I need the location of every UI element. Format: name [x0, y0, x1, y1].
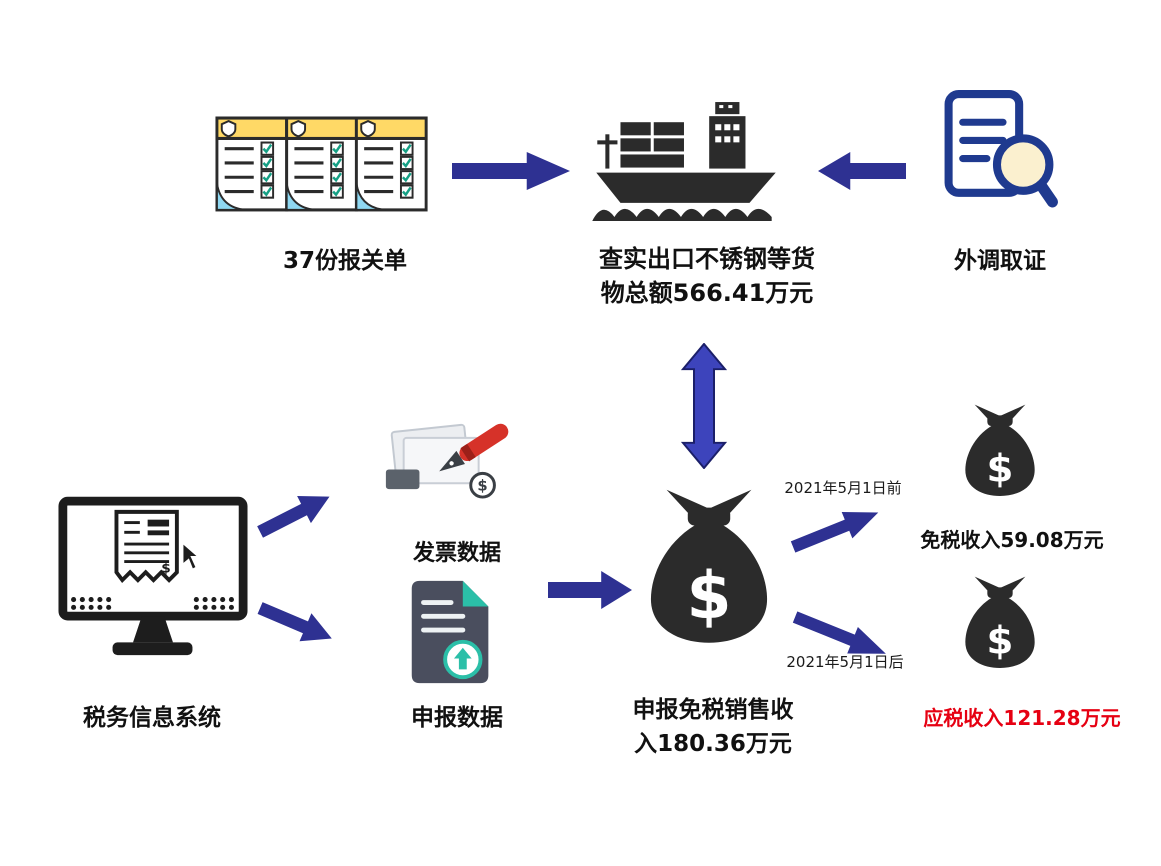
arrow-moneybag-to-taxfree	[787, 499, 884, 561]
arrow-declaration-to-moneybag	[548, 570, 632, 610]
taxfree-income-label: 免税收入59.08万元	[920, 528, 1104, 552]
cursor-arrow-icon	[181, 541, 201, 571]
declared-income-label-line2: 入180.36万元	[634, 731, 792, 757]
customs-docs-label: 37份报关单	[282, 248, 407, 274]
evidence-label: 外调取证	[954, 248, 1046, 274]
arrow-system-to-declaration	[254, 593, 338, 653]
declared-income-label-line1: 申报免税销售收	[632, 697, 794, 723]
before-date-note: 2021年5月1日前	[784, 479, 902, 497]
customs-documents-icon	[215, 116, 430, 214]
declared-income-moneybag-icon	[642, 480, 776, 648]
ship-label-line1: 查实出口不锈钢等货	[599, 245, 815, 273]
after-date-note: 2021年5月1日后	[786, 653, 904, 671]
ship-label-line2: 物总额566.41万元	[600, 279, 814, 307]
taxable-moneybag-icon	[960, 572, 1040, 670]
invoice-pen-icon: $	[378, 418, 526, 512]
declared-income-label: 申报免税销售收 入180.36万元	[563, 693, 863, 761]
taxable-income-label: 应税收入121.28万元	[923, 706, 1121, 730]
arrow-docs-to-ship	[452, 151, 570, 191]
tax-system-label: 税务信息系统	[83, 705, 221, 731]
declaration-data-label: 申报数据	[411, 705, 503, 731]
invoice-data-label: 发票数据	[412, 541, 501, 566]
arrow-system-to-invoice	[253, 482, 337, 546]
cargo-ship-icon	[590, 96, 782, 222]
invoice-dollar-glyph: $	[477, 478, 487, 495]
ship-label: 查实出口不锈钢等货 物总额566.41万元	[547, 242, 867, 310]
declaration-document-icon	[407, 577, 499, 687]
upload-arrow-icon	[453, 647, 472, 670]
arrow-evidence-to-ship	[818, 151, 906, 191]
arrow-ship-moneybag-double	[681, 343, 727, 469]
receipt-dollar-glyph: $	[161, 560, 170, 576]
tax-system-computer-icon: $	[58, 496, 248, 670]
taxfree-moneybag-icon	[960, 400, 1040, 498]
evidence-document-magnifier-icon	[940, 88, 1060, 214]
